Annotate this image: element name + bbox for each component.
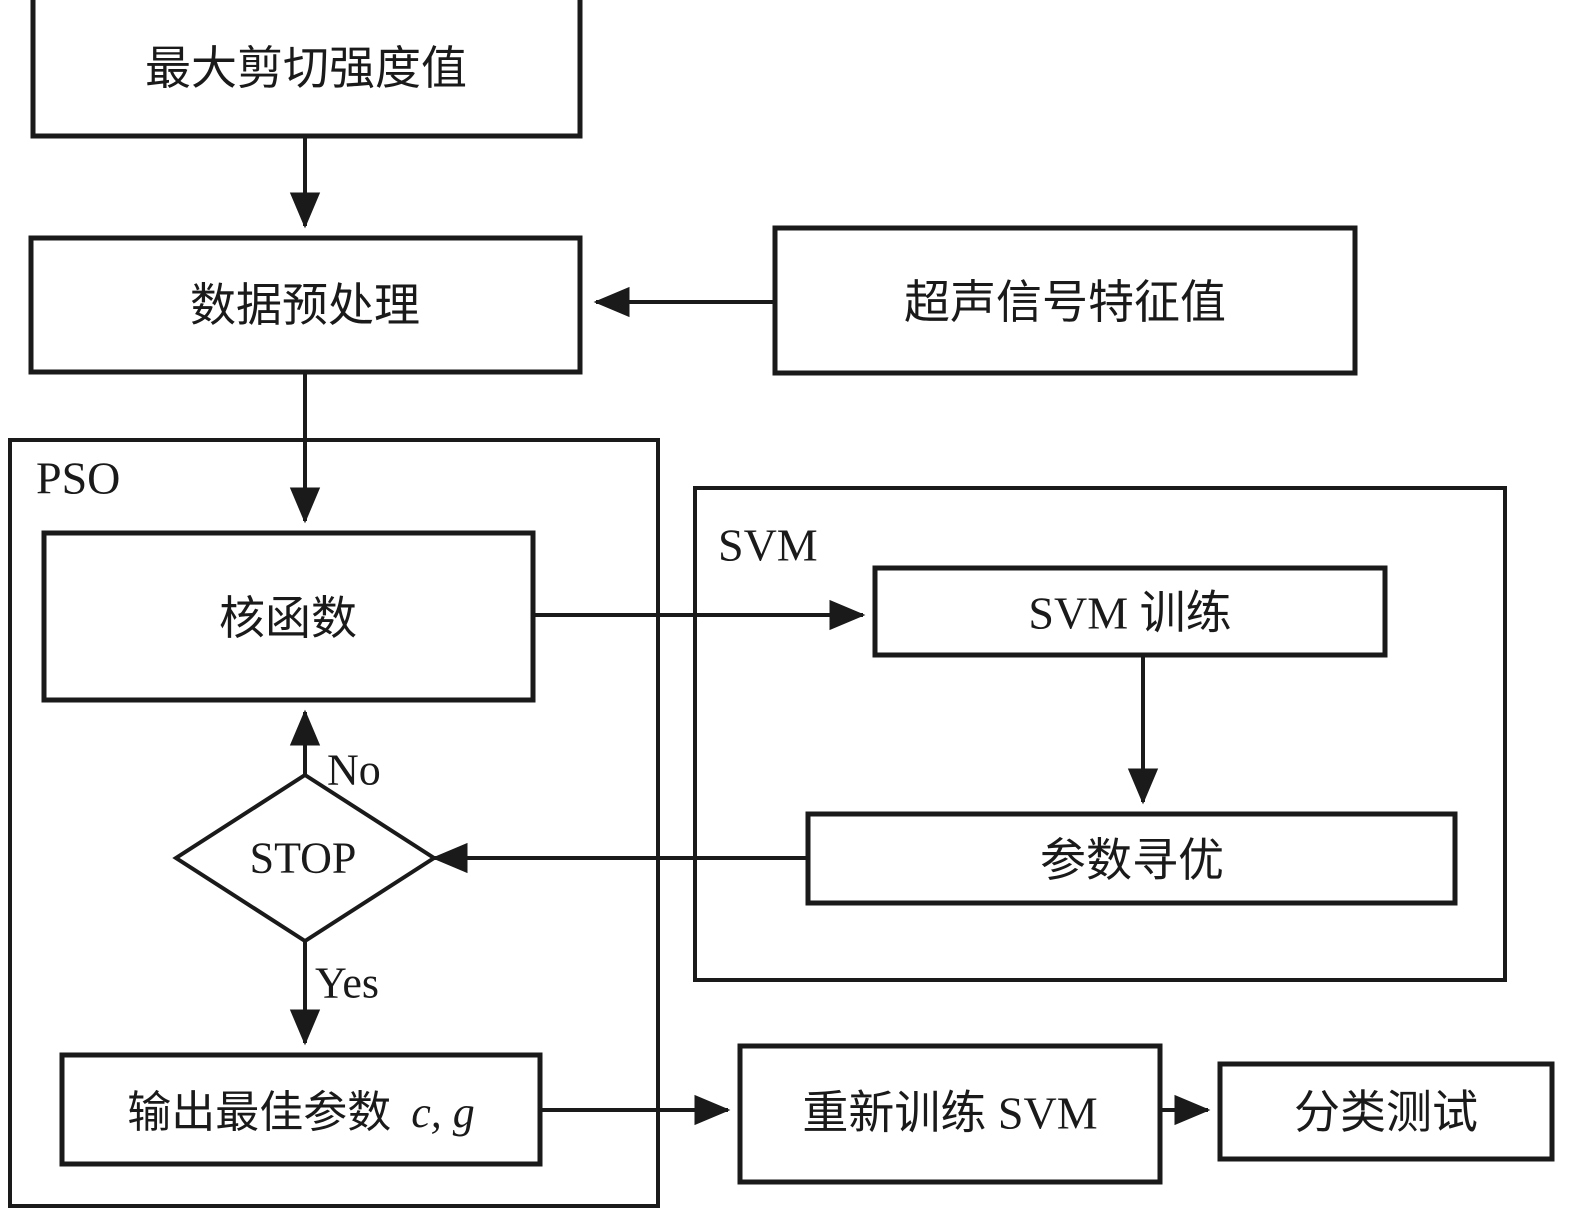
svm-group-container (693, 486, 1507, 982)
node-max-shear-strength-rect (30, 0, 583, 139)
node-retrain-svm-label: 重新训练 SVM (802, 1088, 1097, 1139)
pso-group-container (8, 438, 660, 1208)
node-output-best-params-label: 输出最佳参数 c, g (127, 1087, 475, 1138)
node-kernel-function[interactable]: 核函数 (41, 530, 536, 703)
node-classification-test[interactable]: 分类测试 (1217, 1061, 1555, 1162)
node-output-best-params[interactable]: 输出最佳参数 c, g (59, 1052, 543, 1167)
node-ultrasonic-features-rect (772, 225, 1358, 376)
node-max-shear-strength[interactable]: 最大剪切强度值 (30, 0, 583, 139)
node-stop-decision-shape (172, 772, 438, 944)
svm-group-title: SVM (718, 520, 818, 571)
node-svm-training-label: SVM 训练 (1028, 588, 1231, 639)
node-param-optimization[interactable]: 参数寻优 (805, 811, 1458, 906)
node-stop-decision-label: STOP (250, 834, 357, 883)
node-data-preprocessing[interactable]: 数据预处理 (28, 235, 583, 375)
node-ultrasonic-features-label: 超声信号特征值 (904, 275, 1226, 329)
node-stop-decision[interactable]: STOP (172, 772, 438, 944)
node-max-shear-strength-label: 最大剪切强度值 (145, 41, 467, 95)
node-classification-test-rect (1217, 1061, 1555, 1162)
node-retrain-svm[interactable]: 重新训练 SVM (737, 1043, 1163, 1185)
edge-label-no: No (327, 746, 381, 795)
pso-group-title: PSO (36, 453, 120, 504)
node-kernel-function-rect (41, 530, 536, 703)
node-param-optimization-label: 参数寻优 (1040, 833, 1224, 887)
node-output-best-params-rect (59, 1052, 543, 1167)
node-kernel-function-label: 核函数 (219, 591, 357, 645)
node-retrain-svm-rect (737, 1043, 1163, 1185)
node-data-preprocessing-rect (28, 235, 583, 375)
node-classification-test-label: 分类测试 (1294, 1085, 1478, 1139)
node-svm-training[interactable]: SVM 训练 (872, 565, 1388, 658)
node-param-optimization-rect (805, 811, 1458, 906)
node-output-best-params-math: c, g (411, 1088, 475, 1137)
edge-label-yes: Yes (315, 959, 379, 1008)
node-ultrasonic-features[interactable]: 超声信号特征值 (772, 225, 1358, 376)
node-svm-training-rect (872, 565, 1388, 658)
node-output-best-params-text: 输出最佳参数 (127, 1087, 405, 1138)
node-data-preprocessing-label: 数据预处理 (190, 278, 420, 332)
